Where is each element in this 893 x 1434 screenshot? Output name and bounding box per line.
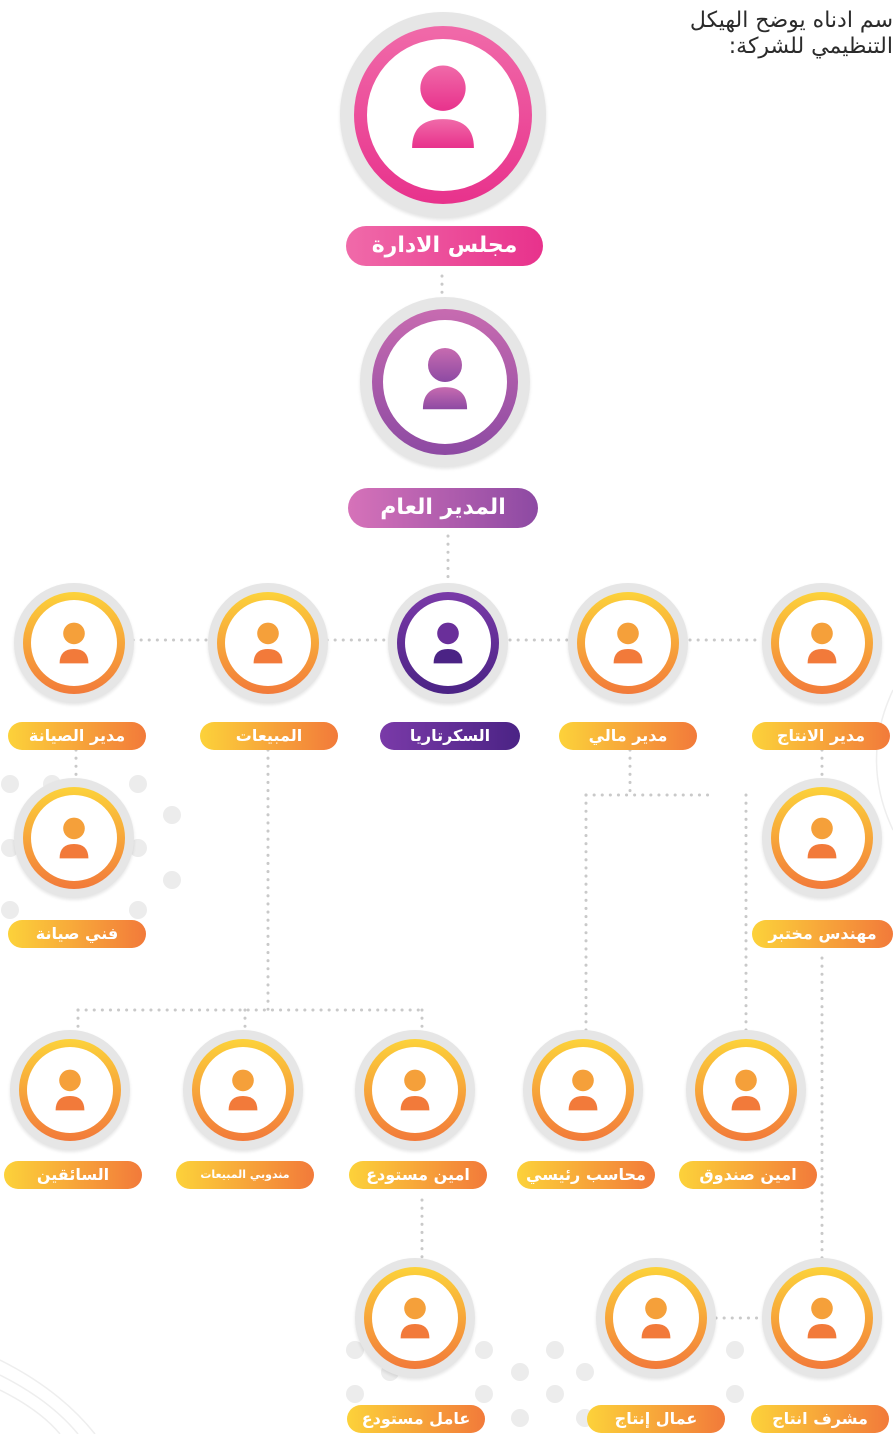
maintenance-tech-label: فني صيانة (8, 920, 146, 948)
intro-line-2: التنظيمي للشركة: (728, 34, 893, 59)
person-icon (807, 817, 837, 859)
drivers-label: السائقين (4, 1161, 142, 1189)
person-icon (807, 622, 837, 664)
warehouse-worker-label: عامل مستودع (347, 1405, 485, 1433)
chief-accountant-avatar (523, 1030, 643, 1150)
person-icon (422, 348, 468, 410)
person-icon (253, 622, 283, 664)
maintenance-manager-avatar (14, 583, 134, 703)
warehouse-keeper-label: امين مستودع (349, 1161, 487, 1189)
person-icon (613, 622, 643, 664)
person-icon (55, 1069, 85, 1111)
sales-reps-avatar (183, 1030, 303, 1150)
production-manager-label: مدير الانتاج (752, 722, 890, 750)
drivers-avatar (10, 1030, 130, 1150)
person-icon (59, 622, 89, 664)
maintenance-manager-label: مدير الصيانة (8, 722, 146, 750)
intro-text: سم ادناه يوضح الهيكل التنظيمي للشركة: (563, 8, 893, 60)
chief-accountant-label: محاسب رئيسي (517, 1161, 655, 1189)
maintenance-tech-avatar (14, 778, 134, 898)
production-supervisor-avatar (762, 1258, 882, 1378)
sales-avatar (208, 583, 328, 703)
person-icon (433, 622, 463, 664)
person-icon (807, 1297, 837, 1339)
person-icon (731, 1069, 761, 1111)
cashier-label: امين صندوق (679, 1161, 817, 1189)
sales-label: المبيعات (200, 722, 338, 750)
cashier-avatar (686, 1030, 806, 1150)
person-icon (228, 1069, 258, 1111)
secretary-label: السكرتاريا (380, 722, 520, 750)
gm-avatar (360, 297, 530, 467)
board-label: مجلس الادارة (346, 226, 543, 266)
warehouse-keeper-avatar (355, 1030, 475, 1150)
person-icon (641, 1297, 671, 1339)
intro-line-1: سم ادناه يوضح الهيكل (689, 8, 893, 33)
board-avatar (340, 12, 546, 218)
production-workers-avatar (596, 1258, 716, 1378)
gm-label: المدير العام (348, 488, 538, 528)
warehouse-worker-avatar (355, 1258, 475, 1378)
person-icon (59, 817, 89, 859)
person-icon (568, 1069, 598, 1111)
finance-manager-label: مدير مالي (559, 722, 697, 750)
sales-reps-label: مندوبي المبيعات (176, 1161, 314, 1189)
production-supervisor-label: مشرف انتاج (751, 1405, 889, 1433)
production-manager-avatar (762, 583, 882, 703)
person-icon (412, 65, 474, 148)
finance-manager-avatar (568, 583, 688, 703)
lab-engineer-label: مهندس مختبر (752, 920, 893, 948)
person-icon (400, 1069, 430, 1111)
secretary-avatar (388, 583, 508, 703)
person-icon (400, 1297, 430, 1339)
production-workers-label: عمال إنتاج (587, 1405, 725, 1433)
lab-engineer-avatar (762, 778, 882, 898)
